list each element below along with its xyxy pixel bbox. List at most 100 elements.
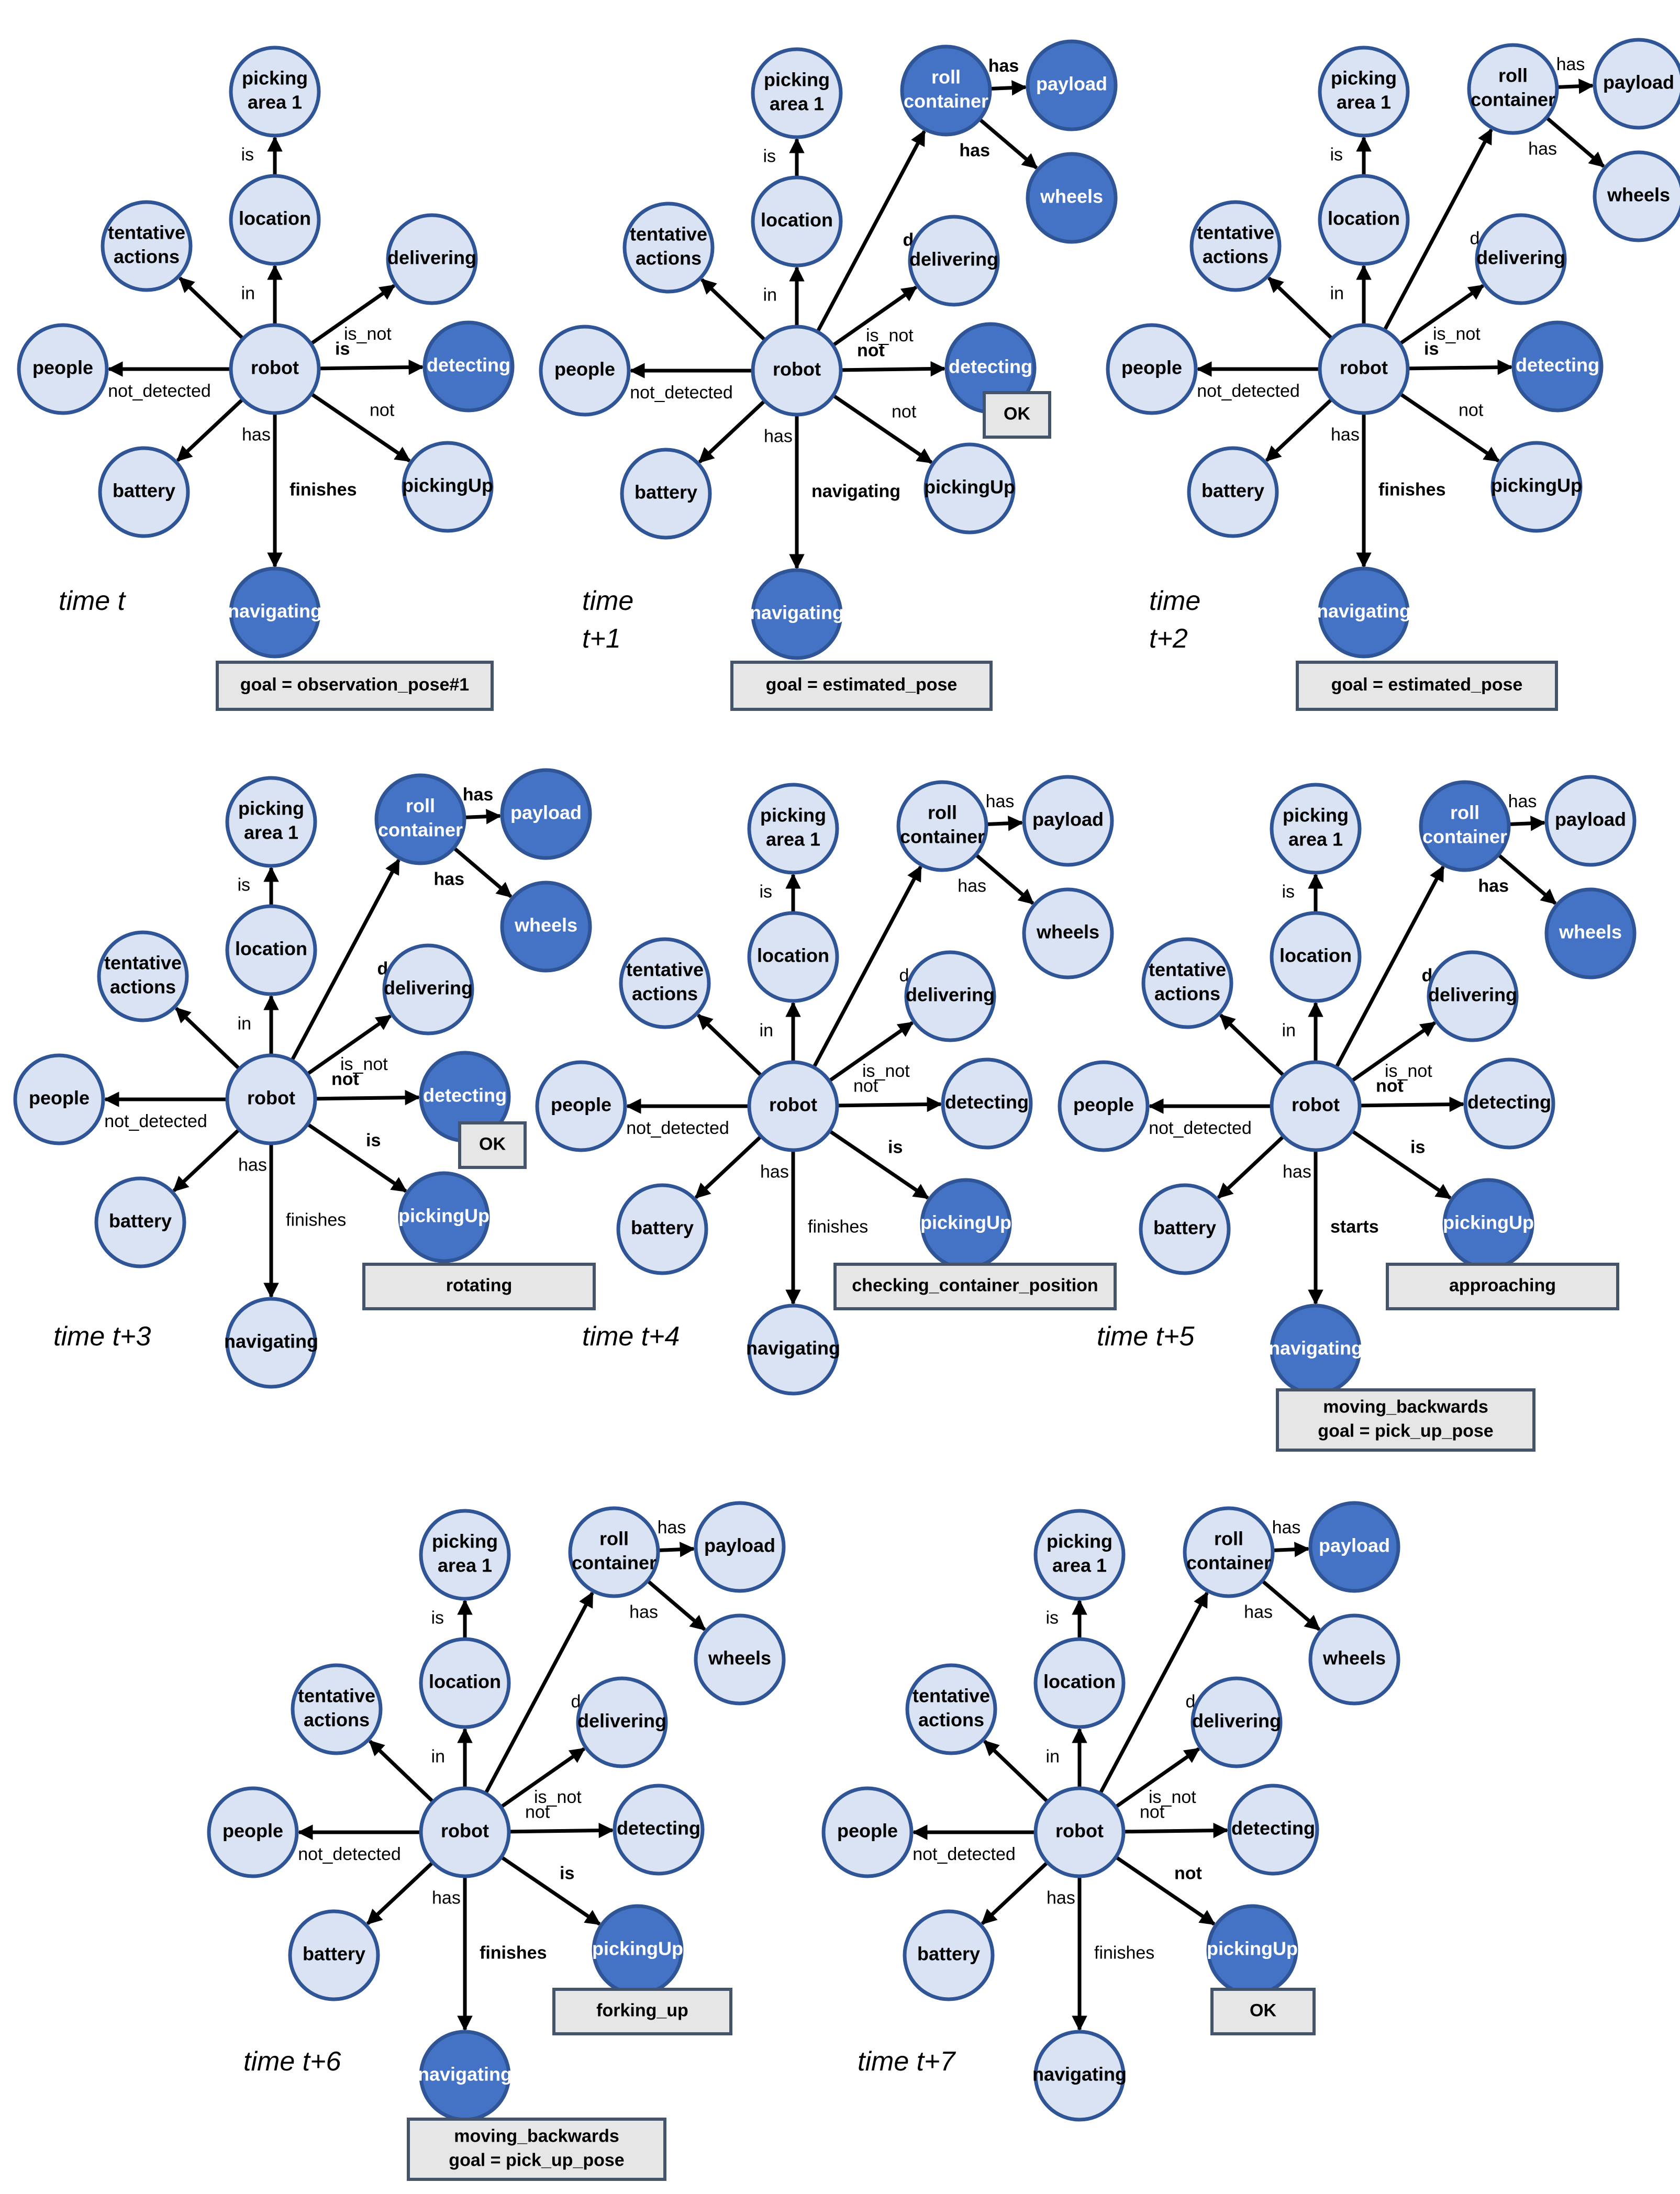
edge-label: is [1410, 1137, 1425, 1157]
node-label: container [904, 91, 988, 112]
node-label: people [32, 357, 93, 378]
edge-label: finishes [808, 1217, 868, 1237]
edge-arrow [1114, 1747, 1200, 1809]
node-delivering: delivering [386, 213, 478, 305]
edge-arrow [315, 1089, 420, 1106]
node-label: battery [1201, 480, 1264, 502]
node-label: pickingUp [592, 1938, 683, 1959]
edge-label: navigating [811, 481, 900, 501]
node-delivering: delivering [904, 950, 996, 1042]
edge-label: finishes [286, 1210, 346, 1230]
node-label: payload [704, 1535, 775, 1556]
node-detecting: detecting [422, 320, 515, 413]
node-circle [900, 44, 992, 137]
edge-arrow [1267, 276, 1333, 340]
node-circle [1511, 320, 1604, 413]
edge-label: not [1140, 1802, 1165, 1822]
edge-arrow [290, 859, 400, 1062]
node-circle [619, 937, 711, 1029]
node-circle [225, 904, 317, 996]
edge-arrow [1398, 284, 1485, 346]
node-circle [747, 911, 839, 1003]
edge-label: finishes [290, 480, 357, 499]
edge-arrow [309, 284, 396, 346]
node-label: actions [110, 976, 176, 998]
node-navigating: navigating [1032, 2030, 1127, 2122]
node-label: people [554, 359, 615, 380]
edge-arrow [981, 1861, 1049, 1925]
node-pickingUp: pickingUp [592, 1904, 684, 1996]
edge-label: has [1047, 1888, 1075, 1908]
edge-arrow [1383, 128, 1493, 331]
node-circle [896, 780, 988, 872]
node-label: actions [114, 246, 180, 268]
node-navigating: navigating [750, 568, 844, 660]
node-label: roll [928, 802, 957, 823]
node-circle [225, 1053, 317, 1145]
edge-arrow [306, 1122, 407, 1193]
node-label: location [761, 209, 833, 231]
edge-label: not_detected [913, 1844, 1016, 1864]
edge-arrow [832, 394, 933, 464]
edge-label: has [1556, 54, 1585, 74]
node-circle [398, 1171, 490, 1263]
time-panel: isinnot_detectedhasis_notnotisfinishesde… [535, 775, 1117, 1396]
node-label: delivering [1428, 984, 1517, 1006]
node-circle [101, 200, 193, 292]
node-label: tentative [630, 224, 707, 245]
node-payload: payload [1308, 1501, 1400, 1593]
time-label: time t+7 [858, 2046, 956, 2077]
node-circle [1189, 200, 1282, 292]
time-label: time t+5 [1097, 1321, 1195, 1352]
node-payload: payload [1026, 39, 1118, 131]
edge-label: finishes [480, 1943, 547, 1963]
status-box-text: checking_container_position [852, 1275, 1098, 1295]
node-label: payload [1036, 73, 1107, 95]
edge-label: has [1272, 1518, 1301, 1538]
node-circle [1490, 441, 1583, 533]
node-label: roll [1498, 65, 1528, 86]
node-label: area 1 [1337, 92, 1391, 113]
node-battery: battery [616, 1183, 708, 1275]
edge-arrow [978, 117, 1038, 170]
status-box-text: moving_backwards [454, 2126, 619, 2146]
edge-label: has [238, 1155, 267, 1175]
node-label: container [1186, 1552, 1271, 1574]
edge-label: has [1283, 1162, 1311, 1182]
edge-arrow [812, 865, 922, 1068]
node-people: people [1058, 1060, 1150, 1152]
edge-label: is [1424, 339, 1439, 359]
edge-label: not [853, 1076, 878, 1096]
edge-arrow [366, 1861, 435, 1925]
node-location: location [229, 174, 321, 266]
node-robot: robot [1270, 1060, 1362, 1152]
node-circle [751, 47, 843, 139]
edge-label: is [759, 882, 772, 901]
edge-arrow [452, 846, 513, 898]
node-label: detecting [617, 1818, 700, 1839]
node-navigating: navigating [224, 1297, 318, 1389]
edge-arrow [1399, 392, 1500, 463]
node-battery: battery [620, 448, 712, 540]
node-label: detecting [1467, 1092, 1551, 1113]
edge-arrow [1123, 1822, 1229, 1839]
edge-arrow [464, 809, 502, 825]
node-pickingUp: pickingUp [402, 441, 494, 533]
edge-label: not [525, 1802, 550, 1822]
node-label: pickingUp [1207, 1938, 1298, 1959]
edge-label: has [988, 56, 1019, 76]
node-battery: battery [1139, 1183, 1231, 1275]
node-circle [747, 1060, 839, 1152]
node-circle [1463, 1057, 1555, 1150]
status-box-text: goal = observation_pose#1 [240, 675, 469, 695]
edge-label: has [1508, 792, 1537, 811]
node-label: delivering [1192, 1710, 1281, 1732]
edge-label: has [658, 1518, 686, 1538]
node-label: area 1 [1052, 1555, 1107, 1576]
